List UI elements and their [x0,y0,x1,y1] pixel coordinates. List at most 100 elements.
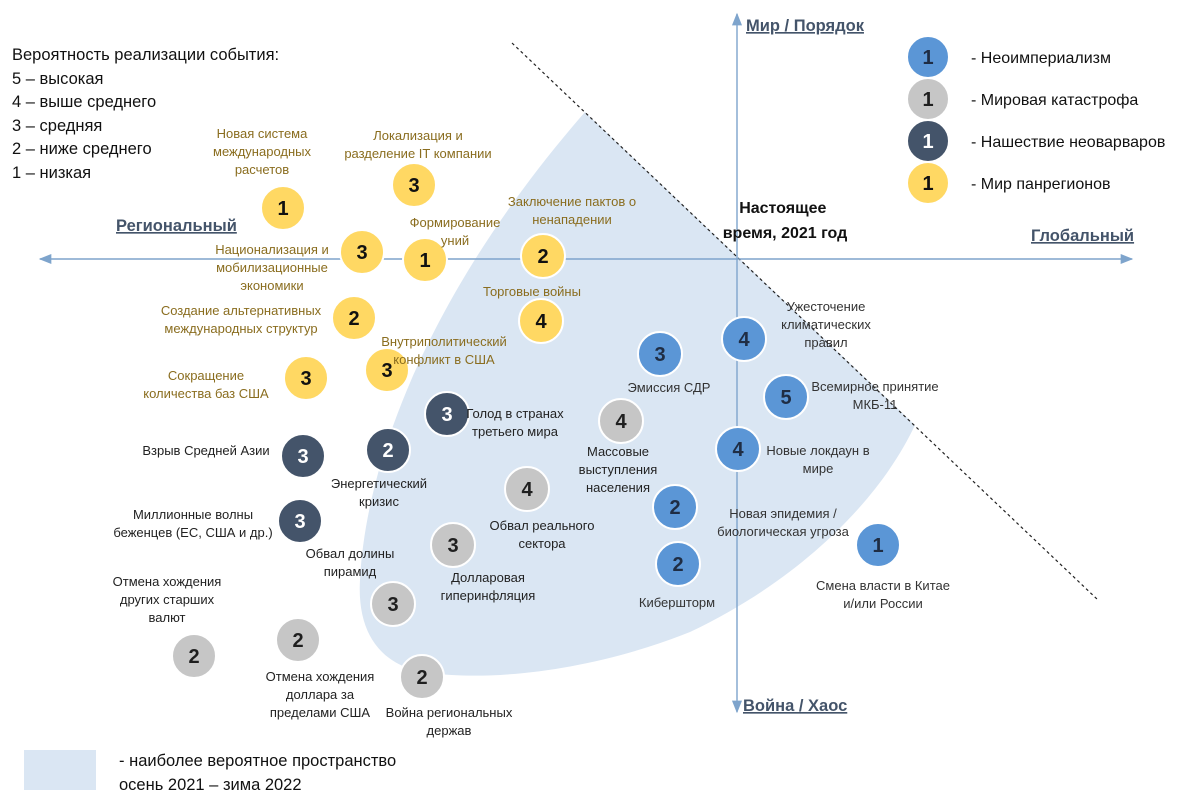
event-label-line: Отмена хождения [266,669,375,684]
event-probability: 2 [416,667,427,689]
event-probability: 4 [521,479,533,501]
event-label-line: и/или России [843,596,922,611]
event-probability: 2 [348,308,359,330]
event-label-line: выступления [579,462,658,477]
event-label-line: мобилизационные [216,260,328,275]
event-label-line: Миллионные волны [133,507,253,522]
event-label-line: Сокращение [168,368,244,383]
event-probability: 1 [419,250,430,272]
legend-marker-number: 1 [922,47,933,69]
event-label-line: Новая система [217,126,308,141]
event-label-line: населения [586,480,650,495]
event-new-epidemic: 2 Новая эпидемия /биологическая угроза [652,484,850,539]
probability-level: 4 – выше среднего [12,93,157,111]
legend-label: - Мировая катастрофа [971,92,1138,109]
event-marker [637,331,683,377]
event-marker [598,398,644,444]
event-label-line: третьего мира [472,424,559,439]
event-probability: 4 [615,411,627,433]
zone-legend-line: осень 2021 – зима 2022 [119,776,302,794]
event-label-line: Взрыв Средней Азии [142,443,269,458]
event-label-line: Массовые [587,444,649,459]
event-marker [655,541,701,587]
legend-label: - Мир панрегионов [971,176,1110,193]
event-label-line: разделение IT компании [344,146,491,161]
event-label-line: гиперинфляция [441,588,536,603]
event-probability: 4 [738,329,750,351]
event-label-line: Новая эпидемия / [729,506,837,521]
event-marker [763,374,809,420]
probability-level: 3 – средняя [12,116,103,135]
event-label: Эмиссия СДР [628,380,711,395]
event-marker [402,237,448,283]
event-label-line: МКБ-11 [853,397,898,412]
event-label-line: Торговые войны [483,284,581,299]
event-marker [280,433,326,479]
probable-zone [359,112,915,676]
event-label-line: Отмена хождения [113,574,222,589]
present-time-line: Настоящее [739,200,826,217]
event-probability: 2 [382,440,393,462]
event-marker [370,581,416,627]
event-label-line: правил [804,335,847,350]
event-marker [399,654,445,700]
event-marker [391,162,437,208]
event-probability: 4 [732,439,744,461]
event-probability: 2 [672,554,683,576]
event-probability: 5 [780,387,791,409]
event-marker [283,355,329,401]
event-probability: 3 [294,511,305,533]
event-probability: 1 [872,535,883,557]
zone-legend-text: - наиболее вероятное пространство осень … [119,749,396,797]
legend-item-neobarbarians: 1- Нашествие неоварваров [906,119,1165,163]
event-label: Торговые войны [483,284,581,299]
event-label-line: других старших [120,592,215,607]
event-marker [855,522,901,568]
event-marker [430,522,476,568]
present-time-label: Настоящее время, 2021 год [723,200,848,242]
event-probability: 3 [654,344,665,366]
event-label-line: валют [149,610,186,625]
event-label-line: Новые локдаун в [766,443,869,458]
event-label-line: экономики [240,278,303,293]
event-marker [520,233,566,279]
event-marker [331,295,377,341]
zone-legend-swatch [24,750,96,790]
event-probability: 2 [669,497,680,519]
event-label: Новая эпидемия /биологическая угроза [717,506,849,539]
event-label-line: Заключение пактов о [508,194,636,209]
legend-item-neoimperialism: 1- Неоимпериализм [906,35,1111,79]
legend-item-panregions: 1- Мир панрегионов [906,161,1110,205]
event-label-line: Внутриполитический [381,334,507,349]
event-label-line: пределами США [270,705,371,720]
axis-label-top: Мир / Порядок [746,17,865,35]
event-label-line: международных структур [164,321,317,336]
event-probability: 2 [292,630,303,652]
event-label-line: расчетов [235,162,289,177]
event-label: Отмена хождения других старших валют [113,574,222,625]
event-probability: 3 [356,242,367,264]
legend-marker [906,161,950,205]
event-label-line: конфликт в США [393,352,495,367]
event-marker [652,484,698,530]
present-time-line: время, 2021 год [723,225,848,242]
event-label-line: Создание альтернативных [161,303,322,318]
event-label: Массовые выступления населения [579,444,658,495]
